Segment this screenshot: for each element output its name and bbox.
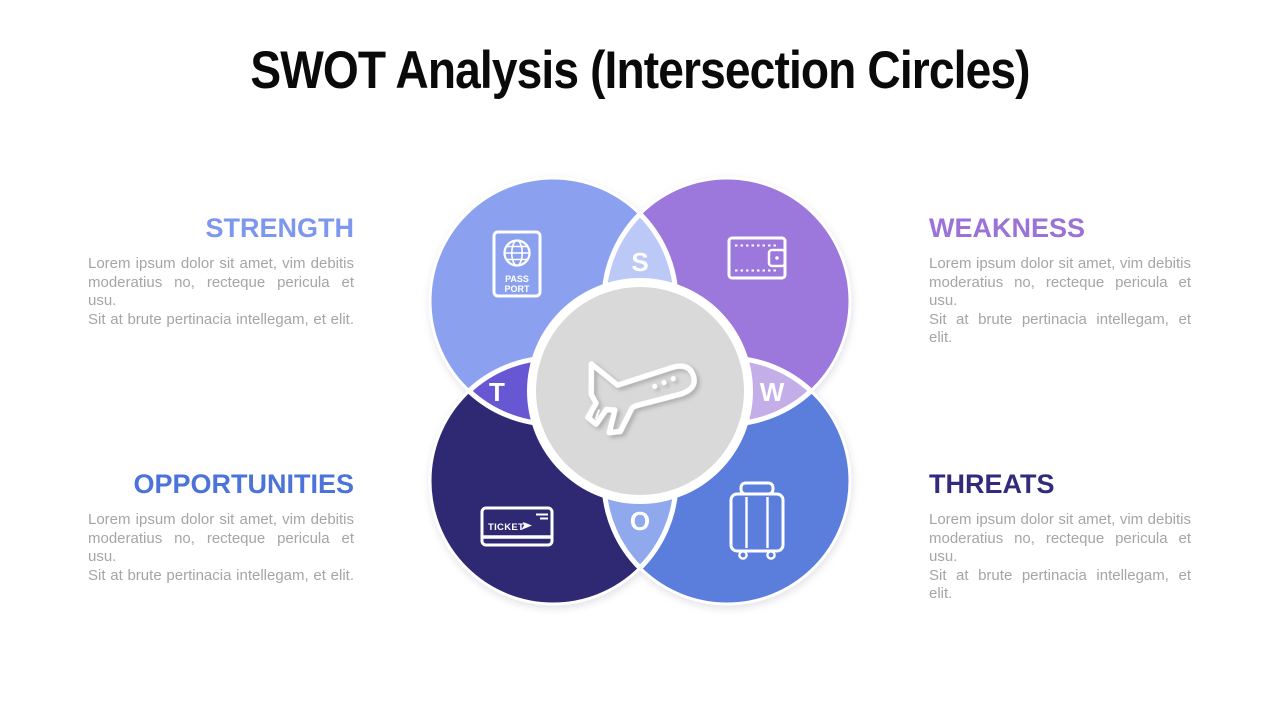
letter-s: S — [631, 247, 648, 277]
strength-text-line: Lorem ipsum dolor sit amet, vim debitis — [88, 255, 354, 273]
weakness-text-line: Sit at brute pertinacia intellegam, et e… — [929, 310, 1191, 347]
opportunities-text-line: moderatius no, recteque pericula et usu. — [88, 529, 354, 566]
strength-block: STRENGTH Lorem ipsum dolor sit amet, vim… — [88, 214, 354, 329]
weakness-block: WEAKNESS Lorem ipsum dolor sit amet, vim… — [929, 214, 1191, 348]
passport-text-line1: PASS — [505, 274, 529, 284]
ticket-plane-glyph — [521, 522, 532, 530]
swot-venn-diagram: S W O T PASS PORT TICKET — [428, 176, 852, 606]
weakness-text-line: moderatius no, recteque pericula et usu. — [929, 273, 1191, 310]
strength-text-line: moderatius no, recteque pericula et usu. — [88, 273, 354, 310]
wallet-icon — [727, 236, 787, 280]
letter-t: T — [489, 377, 505, 407]
airplane-icon — [585, 361, 697, 436]
threats-text-line: Lorem ipsum dolor sit amet, vim debitis — [929, 511, 1191, 529]
threats-block: THREATS Lorem ipsum dolor sit amet, vim … — [929, 470, 1191, 604]
passport-text-line2: PORT — [504, 284, 530, 294]
weakness-heading: WEAKNESS — [929, 213, 1086, 243]
threats-heading: THREATS — [929, 469, 1055, 499]
center-circle — [536, 287, 744, 495]
ticket-icon: TICKET — [480, 506, 554, 547]
threats-text-line: Sit at brute pertinacia intellegam, et e… — [929, 566, 1191, 603]
page-title: SWOT Analysis (Intersection Circles) — [250, 41, 1030, 100]
opportunities-heading: OPPORTUNITIES — [133, 469, 354, 499]
letter-w: W — [760, 377, 785, 407]
letter-o: O — [630, 506, 650, 536]
luggage-icon — [729, 481, 785, 560]
passport-icon: PASS PORT — [492, 230, 542, 298]
weakness-text-line: Lorem ipsum dolor sit amet, vim debitis — [929, 255, 1191, 273]
strength-text-line: Sit at brute pertinacia intellegam, et e… — [88, 310, 354, 328]
opportunities-text-line: Lorem ipsum dolor sit amet, vim debitis — [88, 511, 354, 529]
strength-heading: STRENGTH — [205, 213, 355, 243]
ticket-text: TICKET — [488, 522, 524, 533]
threats-text-line: moderatius no, recteque pericula et usu. — [929, 529, 1191, 566]
opportunities-text-line: Sit at brute pertinacia intellegam, et e… — [88, 566, 354, 584]
opportunities-block: OPPORTUNITIES Lorem ipsum dolor sit amet… — [88, 470, 354, 585]
